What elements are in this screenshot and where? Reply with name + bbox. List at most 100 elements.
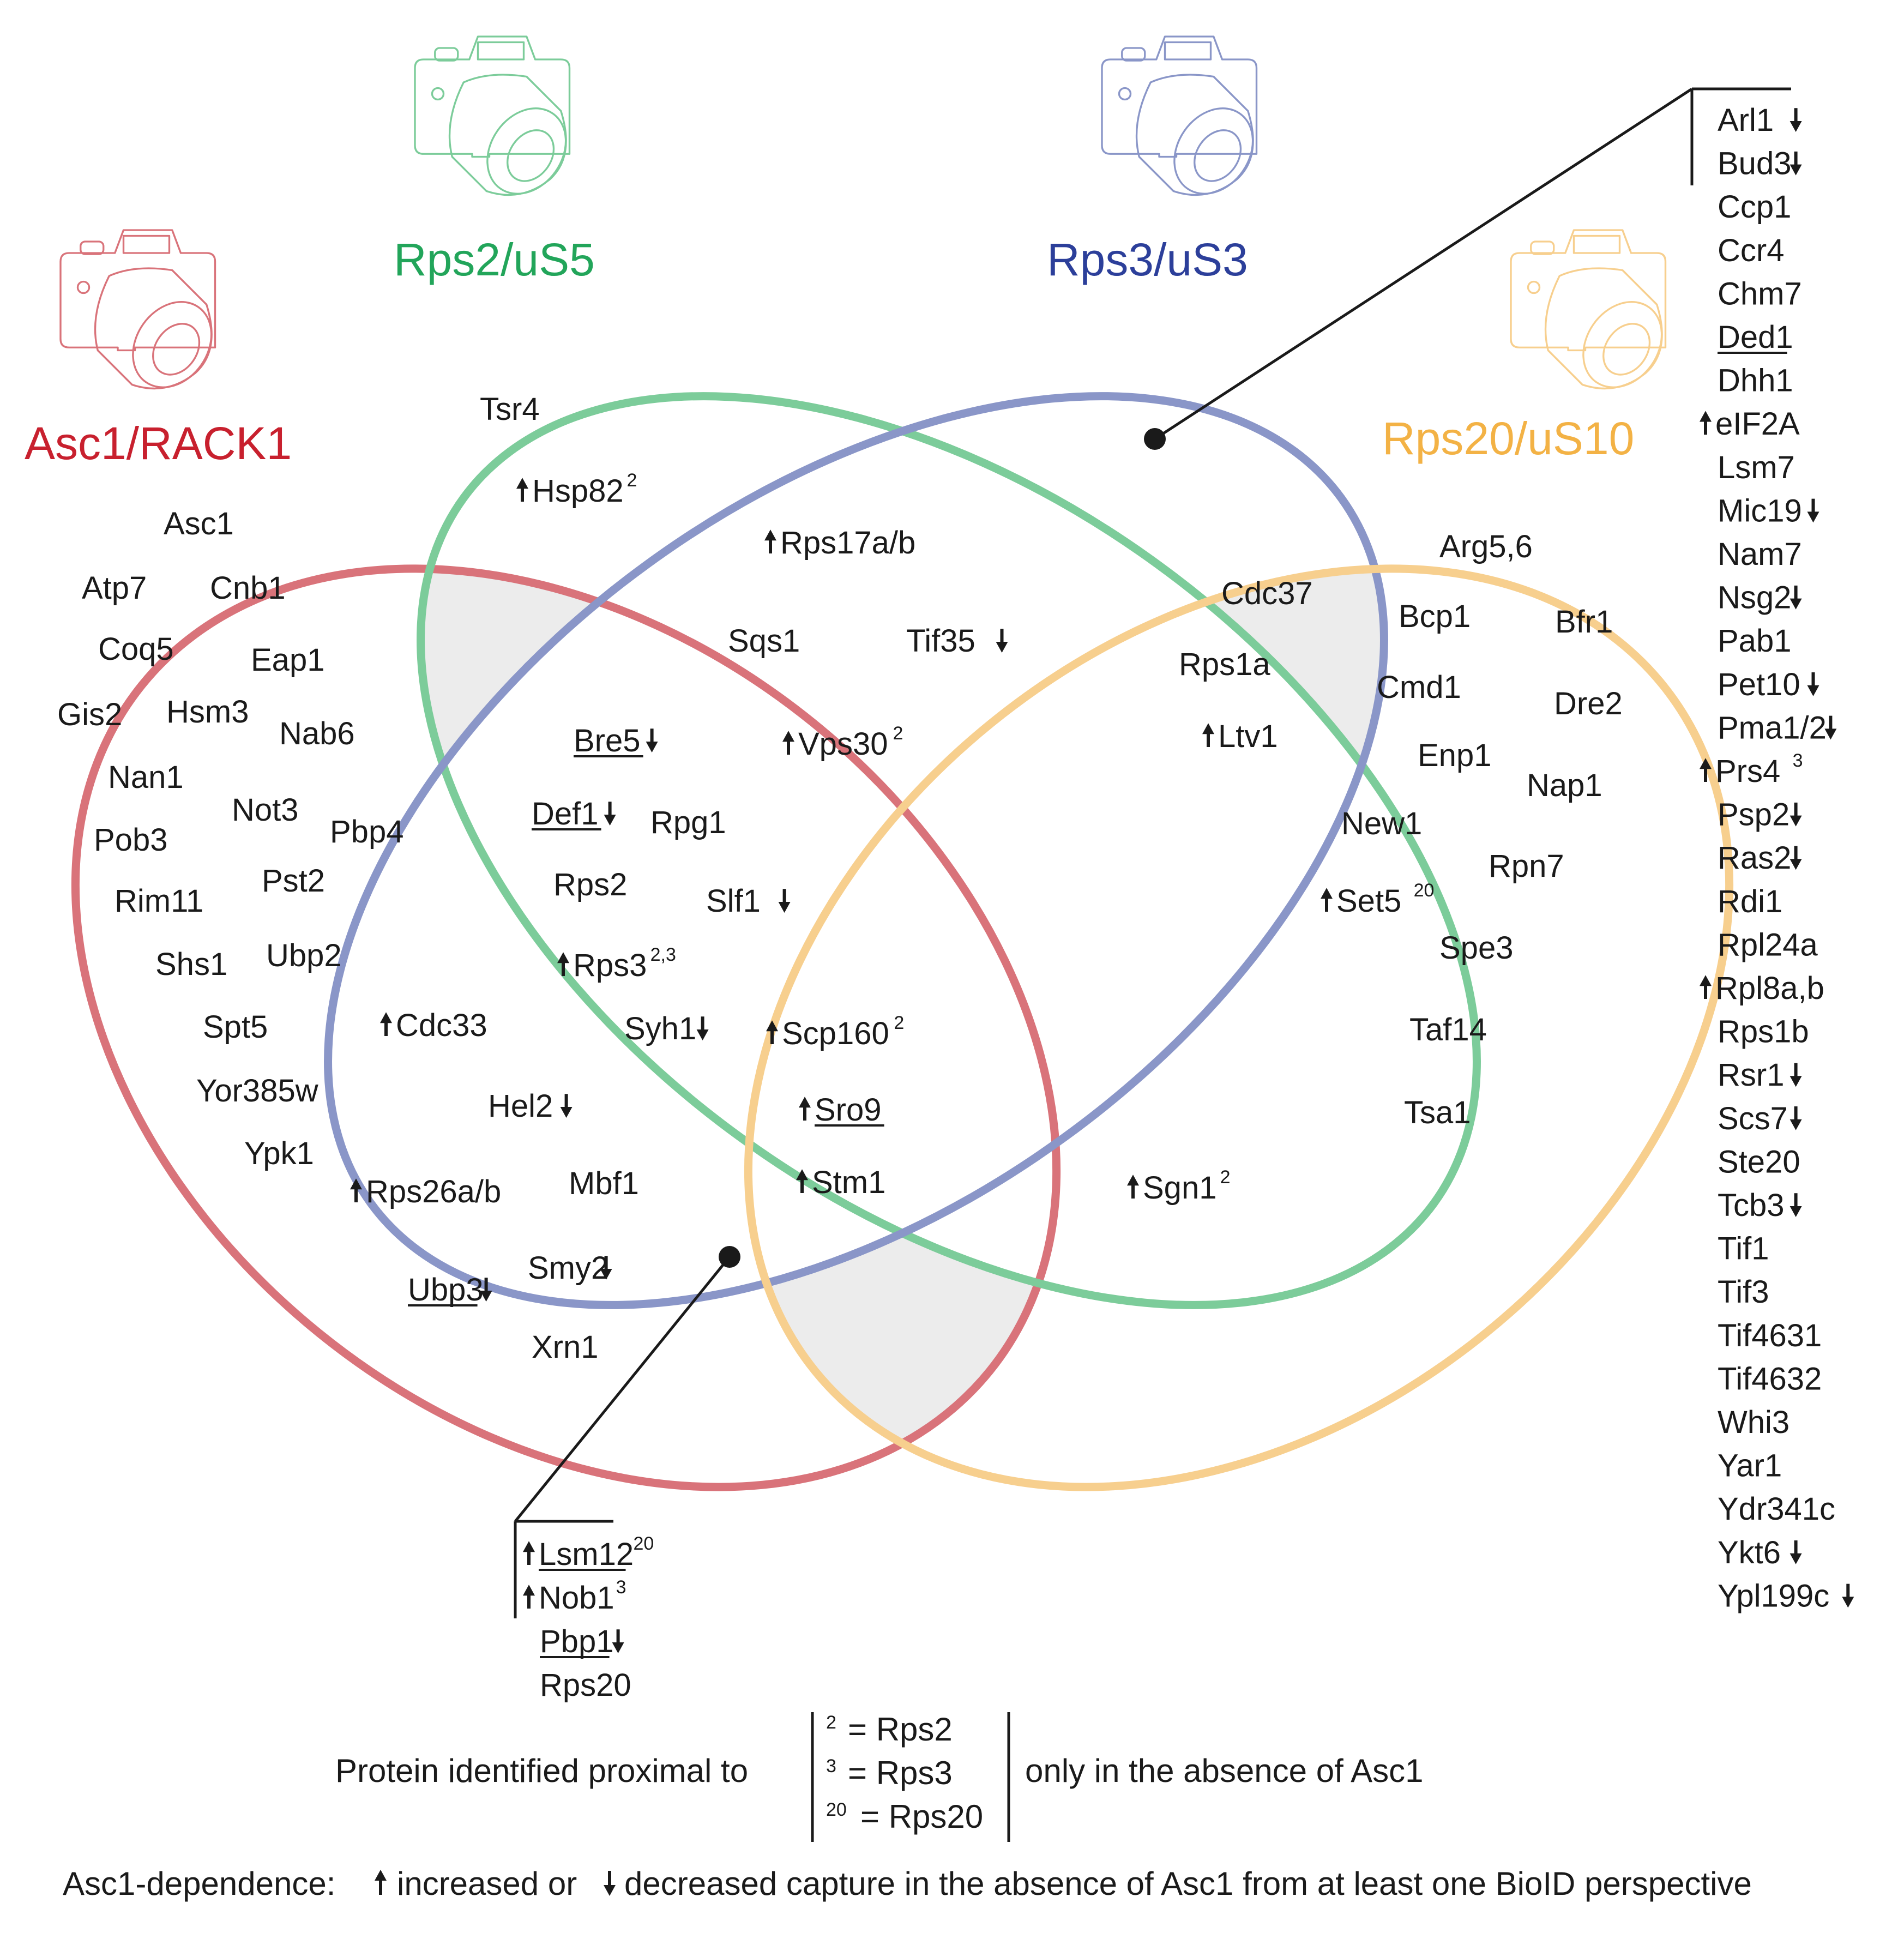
ellipse-rps2 <box>417 392 1481 1309</box>
protein-name: Coq5 <box>98 631 174 667</box>
protein-label: Atp7 <box>82 570 147 606</box>
protein-label: Psp2 <box>1718 797 1802 833</box>
down-arrow-icon <box>1789 585 1802 610</box>
legend-dependence-suffix: decreased capture in the absence of Asc1… <box>624 1865 1752 1902</box>
protein-name: Xrn1 <box>532 1329 599 1365</box>
protein-label: Cmd1 <box>1377 670 1461 705</box>
protein-name: Tif4631 <box>1718 1318 1822 1353</box>
protein-name: Mic19 <box>1718 493 1802 528</box>
ellipse-rps20 <box>744 564 1734 1491</box>
protein-label: Bre5 <box>574 723 658 758</box>
protein-superscript: 20 <box>1414 880 1435 901</box>
protein-name: Rpl24a <box>1718 927 1818 962</box>
up-arrow-icon <box>796 1169 808 1193</box>
up-arrow-icon <box>557 952 569 976</box>
set-ellipses <box>71 392 1734 1491</box>
protein-label: Xrn1 <box>532 1329 599 1365</box>
legend-proximal-prefix: Protein identified proximal to <box>335 1753 748 1789</box>
protein-name: Rps20 <box>540 1667 631 1703</box>
protein-name: Dhh1 <box>1718 363 1793 399</box>
protein-name: Bud3 <box>1718 146 1791 182</box>
title-rps20: Rps20/uS10 <box>1382 413 1634 464</box>
down-arrow-icon <box>1789 1540 1802 1564</box>
protein-name: Scp160 <box>782 1016 889 1051</box>
protein-label: Coq5 <box>98 631 174 667</box>
protein-label: Set5 20 <box>1321 880 1434 919</box>
up-arrow-icon <box>1202 723 1214 747</box>
protein-name: Tsa1 <box>1404 1095 1471 1130</box>
pointer-dot-top <box>1144 428 1166 450</box>
protein-name: Bre5 <box>574 723 641 758</box>
protein-label: Pma1/2 <box>1718 710 1837 745</box>
protein-label: Sro9 <box>799 1092 884 1128</box>
protein-name: Cmd1 <box>1377 670 1461 705</box>
protein-name: Ypk1 <box>244 1136 314 1171</box>
protein-label: Tif3 <box>1718 1274 1769 1310</box>
protein-name: Yar1 <box>1718 1448 1782 1484</box>
protein-label: Cdc37 <box>1221 576 1313 611</box>
protein-name: Lsm12 <box>539 1537 634 1572</box>
protein-name: Syh1 <box>624 1011 696 1046</box>
protein-label: Tif4631 <box>1718 1318 1822 1353</box>
protein-label: Tif4632 <box>1718 1361 1822 1396</box>
protein-name: Arl1 <box>1718 103 1774 138</box>
down-arrow-icon <box>604 802 616 826</box>
down-arrow-icon <box>1789 1106 1802 1130</box>
protein-name: Arg5,6 <box>1439 529 1533 564</box>
protein-label: Sqs1 <box>728 623 800 659</box>
down-arrow-icon <box>778 889 791 913</box>
camera-icon <box>1101 35 1258 196</box>
up-arrow-icon <box>523 1585 535 1609</box>
protein-name: Rps3 <box>573 948 647 983</box>
protein-name: Vps30 <box>798 726 888 762</box>
protein-name: Whi3 <box>1718 1405 1789 1440</box>
legend-key-sup: 20 <box>826 1799 847 1820</box>
protein-label: Rdi1 <box>1718 884 1782 919</box>
protein-name: Dre2 <box>1554 686 1623 721</box>
protein-label: Chm7 <box>1718 276 1802 311</box>
protein-label: Asc1 <box>164 506 234 541</box>
down-arrow-icon <box>696 1016 709 1040</box>
legend-key-sup: 2 <box>826 1712 836 1733</box>
protein-label: Nab6 <box>279 716 355 751</box>
protein-name: Rsr1 <box>1718 1057 1784 1093</box>
protein-label: Gis2 <box>57 697 122 732</box>
protein-name: Ccp1 <box>1718 189 1791 225</box>
camera-icon <box>414 35 571 196</box>
protein-name: Nsg2 <box>1718 580 1791 616</box>
protein-label: Ccr4 <box>1718 233 1784 268</box>
up-arrow-icon <box>766 1020 778 1044</box>
protein-label: Tsa1 <box>1404 1095 1471 1130</box>
protein-name: Hsm3 <box>166 694 249 730</box>
up-arrow-icon <box>523 1541 535 1565</box>
protein-name: Ltv1 <box>1218 719 1278 754</box>
protein-label: Nan1 <box>108 760 184 795</box>
protein-name: Pet10 <box>1718 667 1800 702</box>
up-arrow-icon <box>1700 975 1712 999</box>
protein-name: Nab6 <box>279 716 355 751</box>
protein-label: Not3 <box>232 792 299 828</box>
camera-icon <box>1510 229 1667 390</box>
up-arrow-icon <box>375 1870 387 1895</box>
protein-name: Nam7 <box>1718 537 1802 572</box>
protein-label: Rsr1 <box>1718 1057 1802 1093</box>
protein-label: Taf14 <box>1409 1012 1487 1047</box>
ellipse-rps3 <box>324 392 1388 1309</box>
protein-name: Pob3 <box>94 822 167 858</box>
protein-label: Pst2 <box>262 863 325 899</box>
protein-name: Set5 <box>1336 883 1401 919</box>
protein-label: Ypl199c <box>1718 1578 1854 1613</box>
protein-name: Bfr1 <box>1555 604 1613 640</box>
protein-name: Cdc37 <box>1221 576 1313 611</box>
protein-name: Ubp3 <box>408 1272 484 1308</box>
protein-label: Hel2 <box>488 1088 573 1124</box>
protein-label: Ded1 <box>1718 320 1793 355</box>
protein-name: Taf14 <box>1409 1012 1487 1047</box>
protein-label: Pet10 <box>1718 667 1819 702</box>
protein-label: Spt5 <box>203 1009 268 1045</box>
protein-name: Cnb1 <box>210 570 286 606</box>
